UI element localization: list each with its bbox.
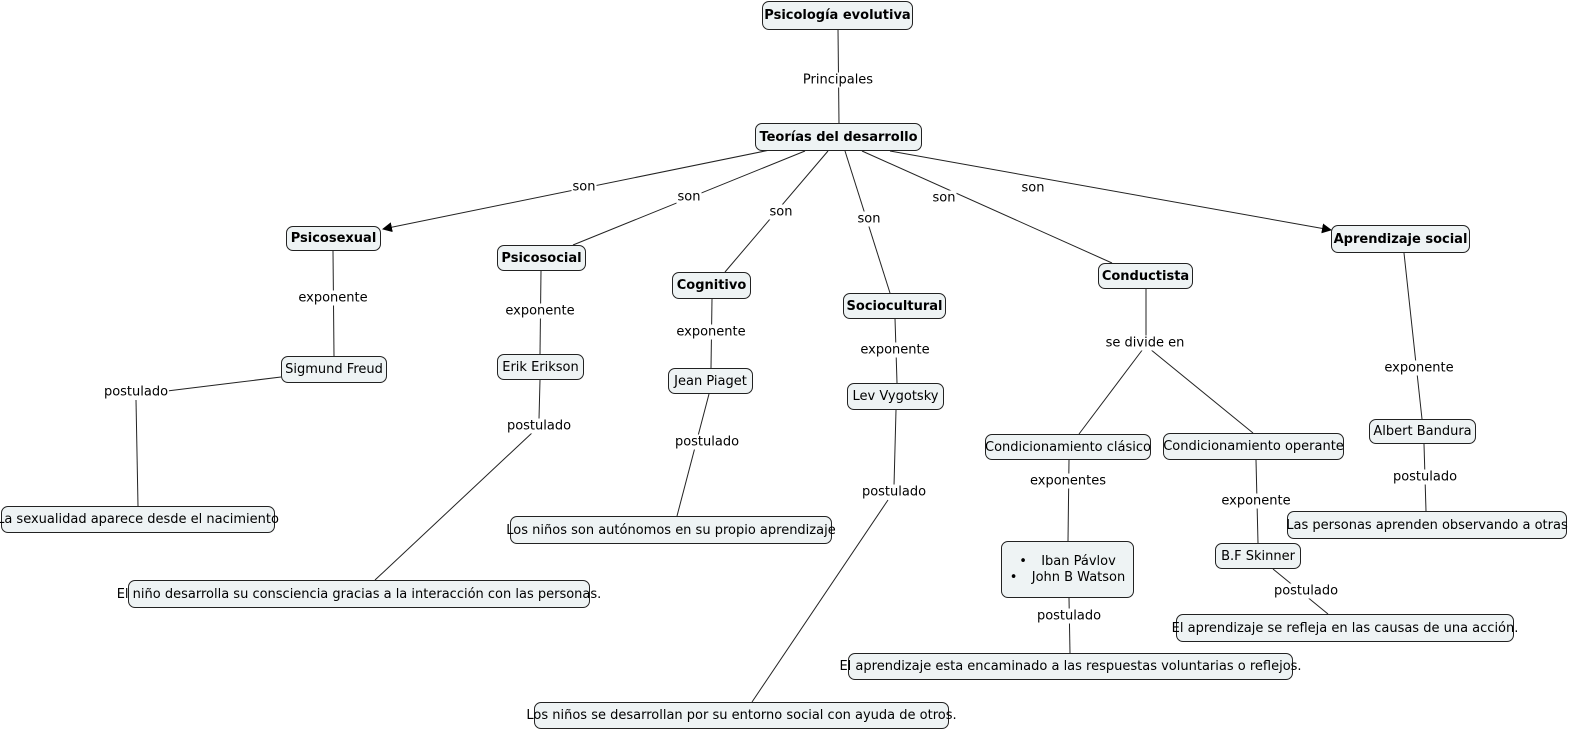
sociocultural-node: Sociocultural (843, 293, 946, 319)
piaget-node: Jean Piaget (668, 368, 753, 394)
operante-node: Condicionamiento operante (1163, 433, 1344, 460)
psicosexual-node: Psicosexual (286, 226, 381, 251)
clasico-authors-node: Iban Pávlov John B Watson (1001, 541, 1134, 598)
link-label-exponentes: exponentes (1028, 473, 1108, 489)
link-label-postulado: postulado (505, 418, 573, 434)
link-label-son: son (676, 189, 702, 205)
link-label-exponente: exponente (1220, 493, 1292, 509)
aprendizaje-social-node: Aprendizaje social (1331, 225, 1470, 253)
psicosocial-node: Psicosocial (497, 245, 586, 271)
bandura-postulate-node: Las personas aprenden observando a otras (1286, 511, 1568, 539)
link-label-postulado: postulado (1272, 583, 1340, 599)
bandura-node: Albert Bandura (1369, 419, 1476, 444)
link-label-principales: Principales (801, 72, 875, 88)
link-label-se-divide-en: se divide en (1104, 335, 1186, 351)
link-label-postulado: postulado (1391, 469, 1459, 485)
author-list-item: John B Watson (1010, 570, 1126, 586)
teorias-node: Teorías del desarrollo (755, 123, 922, 151)
link-label-postulado: postulado (673, 434, 741, 450)
link-label-postulado: postulado (1035, 608, 1103, 624)
freud-postulate-node: La sexualidad aparece desde el nacimient… (0, 506, 279, 533)
cognitivo-node: Cognitivo (672, 272, 751, 299)
clasico-postulate-node: El aprendizaje esta encaminado a las res… (839, 653, 1302, 680)
link-label-son: son (1020, 180, 1046, 196)
link-label-exponente: exponente (859, 342, 931, 358)
link-label-exponente: exponente (504, 303, 576, 319)
skinner-postulate-node: El aprendizaje se refleja en las causas … (1172, 614, 1518, 642)
link-label-son: son (856, 211, 882, 227)
root-node: Psicología evolutiva (762, 1, 913, 30)
conductista-node: Conductista (1098, 263, 1193, 289)
freud-node: Sigmund Freud (281, 356, 387, 383)
link-label-exponente: exponente (675, 324, 747, 340)
erikson-node: Erik Erikson (497, 354, 584, 380)
author-list-item: Iban Pávlov (1019, 554, 1116, 570)
link-label-postulado: postulado (860, 484, 928, 500)
vygotsky-postulate-node: Los niños se desarrollan por su entorno … (526, 702, 957, 729)
link-label-postulado: postulado (102, 384, 170, 400)
link-label-son: son (931, 190, 957, 206)
vygotsky-node: Lev Vygotsky (847, 383, 944, 410)
skinner-node: B.F Skinner (1215, 543, 1301, 569)
link-label-exponente: exponente (1383, 360, 1455, 376)
piaget-postulate-node: Los niños son autónomos en su propio apr… (506, 516, 836, 544)
link-label-son: son (768, 204, 794, 220)
clasico-node: Condicionamiento clásico (985, 434, 1151, 460)
erikson-postulate-node: El niño desarrolla su consciencia gracia… (117, 580, 601, 608)
link-label-son: son (571, 179, 597, 195)
link-label-exponente: exponente (297, 290, 369, 306)
